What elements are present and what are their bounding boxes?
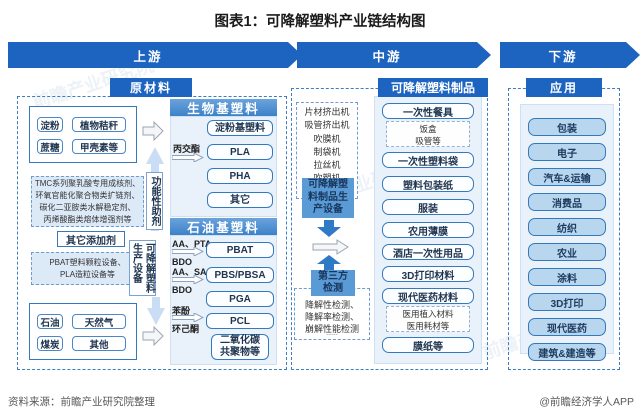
product-item-agri-film: 农用薄膜 (382, 222, 474, 238)
pbs-input-top: AA、SA (172, 267, 207, 277)
app-item-textile: 纺织 (528, 218, 606, 236)
petro-item-pga: PGA (206, 291, 274, 307)
stage-arrow-upstream: 上游 (8, 42, 302, 68)
feedstock-starch: 淀粉 (37, 117, 63, 132)
feedstock-straw: 植物秸秆 (72, 117, 126, 132)
petro-item-pbs-pbsa: PBS/PBSA (206, 267, 274, 283)
product-item-plastic-bag: 一次性塑料袋 (382, 152, 474, 168)
feedstock-petroleum: 石油 (37, 314, 63, 329)
feedstock-sucrose: 蔗糖 (37, 139, 63, 154)
page-title: 图表1：可降解塑料产业链结构图 (214, 14, 426, 30)
products-equipment-box: 可降解塑料制品生产设备 (302, 178, 354, 218)
feedstock-natural-gas: 天然气 (72, 314, 126, 329)
production-equipment-label: 可降解塑料生产设备 (129, 240, 156, 296)
petro-item-co2-copolymer: 二氧化碳共聚物等 (211, 334, 269, 360)
product-item-tableware: 一次性餐具 (382, 103, 474, 119)
product-item-3d-print-material: 3D打印材料 (382, 266, 474, 282)
app-item-electronics: 电子 (528, 143, 606, 161)
pcl-input-top: 苯酚 (172, 306, 191, 316)
stage-arrow-midstream: 中游 (297, 42, 491, 68)
app-item-coatings: 涂料 (528, 268, 606, 286)
bio-based-header: 生物基塑料 (170, 99, 277, 116)
bio-item-starch-plastic: 淀粉基塑料 (207, 120, 273, 136)
arrow-down-icon (317, 220, 341, 237)
feedstock-other: 其他 (72, 336, 126, 351)
arrow-down-icon (147, 297, 165, 325)
app-item-construction: 建筑&建造等 (528, 343, 606, 361)
bio-item-other: 其它 (207, 192, 273, 208)
arrow-right-icon (172, 153, 204, 162)
bio-feedstock-group (29, 106, 137, 163)
arrow-right-icon (172, 275, 204, 284)
pcl-input-bottom: 环己酮 (172, 324, 200, 334)
petro-item-pbat: PBAT (206, 242, 274, 258)
testing-note: 降解性检测、 降解率检测、 崩解性能检测 (294, 288, 370, 340)
source-note: 资料来源：前瞻产业研究院整理 (8, 396, 155, 408)
feedstock-chitin: 甲壳素等 (72, 139, 126, 154)
app-item-consumer-goods: 消费品 (528, 193, 606, 211)
products-header: 可降解塑料制品 (378, 78, 488, 97)
bio-item-pla: PLA (207, 144, 273, 160)
applications-header: 应用 (526, 78, 602, 97)
pbat-input-top: AA、PTA (172, 239, 212, 249)
raw-materials-header: 原材料 (110, 78, 192, 97)
product-item-film-paper: 膜纸等 (382, 337, 474, 353)
bio-item-pha: PHA (207, 168, 273, 184)
product-item-wrapping-paper: 塑料包装纸 (382, 176, 474, 192)
other-additives-box: 其它添加剂 (57, 231, 125, 247)
pbs-input-bottom: BDO (172, 285, 192, 295)
petro-based-header: 石油基塑料 (170, 218, 277, 235)
product-item-hotel-disposables: 酒店一次性用品 (382, 244, 474, 260)
third-party-testing-box: 第三方检测 (311, 270, 355, 296)
arrow-right-icon (142, 326, 164, 346)
testing-ellipsis: ...... (326, 330, 338, 337)
fossil-feedstock-group (29, 303, 137, 360)
arrow-right-icon (172, 247, 204, 256)
arrow-right-icon (312, 239, 349, 255)
functional-additives-label: 功能性助剂 (146, 172, 163, 230)
lactide-label: 丙交酯 (173, 144, 201, 154)
feedstock-coal: 煤炭 (37, 336, 63, 351)
petro-item-pcl: PCL (206, 313, 274, 329)
stage-arrow-downstream: 下游 (500, 42, 640, 68)
tableware-sub-box: 饭盒 吸管等 (386, 121, 470, 147)
arrow-up-icon (317, 255, 341, 270)
pbat-input-bottom: BDO (172, 257, 192, 267)
applications-panel: 包装 电子 汽车&运输 消费品 纺织 农业 涂料 3D打印 现代医药 建筑&建造… (520, 104, 614, 361)
app-item-3d-printing: 3D打印 (528, 293, 606, 311)
functional-additives-note: TMC系列聚乳酸专用成核剂、 环氧官能化聚合物类扩链剂、 碳化二亚胺类水解稳定剂… (31, 176, 144, 227)
credit-note: @前瞻经济学人APP (539, 396, 634, 408)
app-item-modern-medicine: 现代医药 (528, 318, 606, 336)
medical-sub-box: 医用植入材料 医用耗材等 (386, 306, 470, 332)
arrow-right-icon (172, 313, 204, 322)
arrow-right-icon (142, 121, 164, 141)
app-item-packaging: 包装 (528, 118, 606, 136)
product-item-clothing: 服装 (382, 199, 474, 215)
app-item-auto-transport: 汽车&运输 (528, 168, 606, 186)
product-item-medical-material: 现代医药材料 (382, 288, 474, 304)
production-equipment-note: PBAT塑料颗粒设备、 PLA造粒设备等 (31, 252, 144, 285)
app-item-agriculture: 农业 (528, 243, 606, 261)
